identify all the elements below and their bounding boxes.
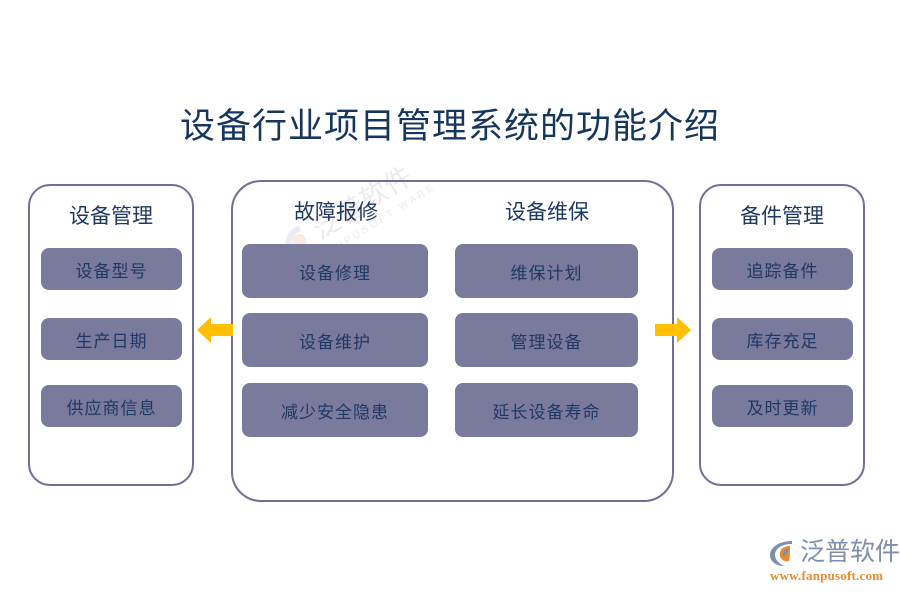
panel-heading-right: 备件管理 [740,204,824,228]
arrow-right-icon [655,313,691,347]
pill-left-2[interactable]: 生产日期 [41,318,182,360]
pill-center1-1[interactable]: 设备修理 [242,244,428,298]
panel-heading-left: 设备管理 [69,204,153,228]
pill-right-1[interactable]: 追踪备件 [712,248,853,290]
fanpu-logo-mark-icon [768,538,798,568]
brand-logo-url: www.fanpusoft.com [770,568,884,583]
pill-center2-3[interactable]: 延长设备寿命 [455,383,638,437]
pill-right-3[interactable]: 及时更新 [712,385,853,427]
pill-center2-1[interactable]: 维保计划 [455,244,638,298]
pill-left-3[interactable]: 供应商信息 [41,385,182,427]
panel-spare-parts-management[interactable] [699,184,865,486]
pill-left-1[interactable]: 设备型号 [41,248,182,290]
pill-center1-3[interactable]: 减少安全隐患 [242,383,428,437]
brand-logo-top: 泛普软件 [768,538,900,568]
panel-heading-center-1: 故障报修 [294,200,378,224]
brand-logo: 泛普软件 www.fanpusoft.com [768,538,900,586]
brand-logo-name: 泛普软件 [800,539,900,566]
page-title: 设备行业项目管理系统的功能介绍 [179,107,720,146]
panel-equipment-management[interactable] [28,184,194,486]
pill-center1-2[interactable]: 设备维护 [242,313,428,367]
pill-center2-2[interactable]: 管理设备 [455,313,638,367]
pill-right-2[interactable]: 库存充足 [712,318,853,360]
arrow-left-icon [197,313,233,347]
panel-heading-center-2: 设备维保 [505,200,589,224]
panel-repair-maintenance[interactable] [231,180,674,502]
